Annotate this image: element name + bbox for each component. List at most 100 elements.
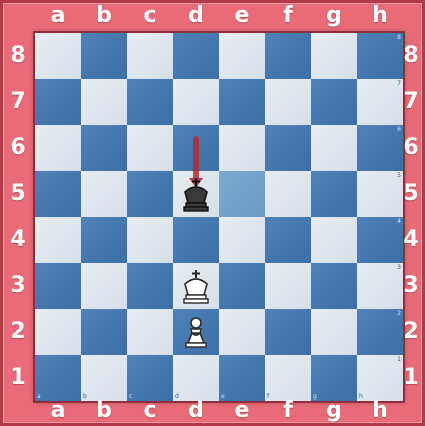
- white-pawn-icon[interactable]: [173, 309, 219, 355]
- file-label-top: h: [357, 5, 403, 27]
- square-f8[interactable]: [265, 33, 311, 79]
- file-label-top: d: [173, 5, 219, 27]
- square-f2[interactable]: [265, 309, 311, 355]
- square-f4[interactable]: [265, 217, 311, 263]
- rank-label-left: 1: [3, 367, 33, 389]
- square-a1[interactable]: a: [35, 355, 81, 401]
- square-b7[interactable]: [81, 79, 127, 125]
- square-c3[interactable]: [127, 263, 173, 309]
- square-f5[interactable]: [265, 171, 311, 217]
- square-c8[interactable]: [127, 33, 173, 79]
- square-f7[interactable]: [265, 79, 311, 125]
- rank-label-right: 1: [396, 367, 425, 389]
- square-b1[interactable]: b: [81, 355, 127, 401]
- square-g3[interactable]: [311, 263, 357, 309]
- square-b5[interactable]: [81, 171, 127, 217]
- square-a2[interactable]: [35, 309, 81, 355]
- square-e6[interactable]: [219, 125, 265, 171]
- file-label-top: f: [265, 5, 311, 27]
- square-rank-coord: 5: [397, 172, 401, 179]
- square-d8[interactable]: [173, 33, 219, 79]
- rank-label-left: 2: [3, 321, 33, 343]
- square-c5[interactable]: [127, 171, 173, 217]
- square-b8[interactable]: [81, 33, 127, 79]
- square-rank-coord: 4: [397, 218, 401, 225]
- file-label-top: b: [81, 5, 127, 27]
- square-rank-coord: 8: [397, 34, 401, 41]
- rank-label-right: 3: [396, 275, 425, 297]
- square-g2[interactable]: [311, 309, 357, 355]
- file-label-bottom: d: [173, 400, 219, 422]
- square-a8[interactable]: [35, 33, 81, 79]
- rank-label-right: 6: [396, 137, 425, 159]
- file-label-bottom: g: [311, 400, 357, 422]
- file-label-bottom: f: [265, 400, 311, 422]
- square-e3[interactable]: [219, 263, 265, 309]
- square-rank-coord: 7: [397, 80, 401, 87]
- square-c2[interactable]: [127, 309, 173, 355]
- file-label-bottom: a: [35, 400, 81, 422]
- square-e4[interactable]: [219, 217, 265, 263]
- rank-label-left: 8: [3, 45, 33, 67]
- square-c7[interactable]: [127, 79, 173, 125]
- rank-label-right: 5: [396, 183, 425, 205]
- square-a7[interactable]: [35, 79, 81, 125]
- square-a3[interactable]: [35, 263, 81, 309]
- rank-label-right: 2: [396, 321, 425, 343]
- square-file-coord: f: [267, 393, 269, 400]
- square-b2[interactable]: [81, 309, 127, 355]
- rank-label-left: 6: [3, 137, 33, 159]
- square-f6[interactable]: [265, 125, 311, 171]
- square-e2[interactable]: [219, 309, 265, 355]
- file-label-bottom: e: [219, 400, 265, 422]
- square-d4[interactable]: [173, 217, 219, 263]
- square-c1[interactable]: c: [127, 355, 173, 401]
- square-f3[interactable]: [265, 263, 311, 309]
- square-file-coord: a: [37, 393, 41, 400]
- square-b4[interactable]: [81, 217, 127, 263]
- square-d6[interactable]: [173, 125, 219, 171]
- file-label-top: g: [311, 5, 357, 27]
- square-file-coord: d: [175, 393, 179, 400]
- square-rank-coord: 3: [397, 264, 401, 271]
- square-b3[interactable]: [81, 263, 127, 309]
- square-g1[interactable]: g: [311, 355, 357, 401]
- square-d7[interactable]: [173, 79, 219, 125]
- square-e7[interactable]: [219, 79, 265, 125]
- square-rank-coord: 2: [397, 310, 401, 317]
- square-a4[interactable]: [35, 217, 81, 263]
- square-a5[interactable]: [35, 171, 81, 217]
- square-e1[interactable]: e: [219, 355, 265, 401]
- square-e8[interactable]: [219, 33, 265, 79]
- square-rank-coord: 6: [397, 126, 401, 133]
- rank-label-right: 7: [396, 91, 425, 113]
- square-c6[interactable]: [127, 125, 173, 171]
- file-label-bottom: c: [127, 400, 173, 422]
- square-file-coord: h: [359, 393, 363, 400]
- square-file-coord: c: [129, 393, 132, 400]
- rank-label-right: 4: [396, 229, 425, 251]
- square-file-coord: g: [313, 393, 317, 400]
- square-a6[interactable]: [35, 125, 81, 171]
- file-label-top: a: [35, 5, 81, 27]
- square-g5[interactable]: [311, 171, 357, 217]
- square-e5[interactable]: [219, 171, 265, 217]
- square-g4[interactable]: [311, 217, 357, 263]
- square-rank-coord: 1: [397, 356, 401, 363]
- white-king-icon[interactable]: [173, 263, 219, 309]
- rank-label-left: 4: [3, 229, 33, 251]
- rank-label-left: 5: [3, 183, 33, 205]
- rank-label-left: 3: [3, 275, 33, 297]
- square-g7[interactable]: [311, 79, 357, 125]
- square-g6[interactable]: [311, 125, 357, 171]
- rank-label-right: 8: [396, 45, 425, 67]
- black-king-icon[interactable]: [173, 171, 219, 217]
- square-c4[interactable]: [127, 217, 173, 263]
- square-f1[interactable]: f: [265, 355, 311, 401]
- square-b6[interactable]: [81, 125, 127, 171]
- square-d1[interactable]: d: [173, 355, 219, 401]
- file-label-top: c: [127, 5, 173, 27]
- square-g8[interactable]: [311, 33, 357, 79]
- rank-label-left: 7: [3, 91, 33, 113]
